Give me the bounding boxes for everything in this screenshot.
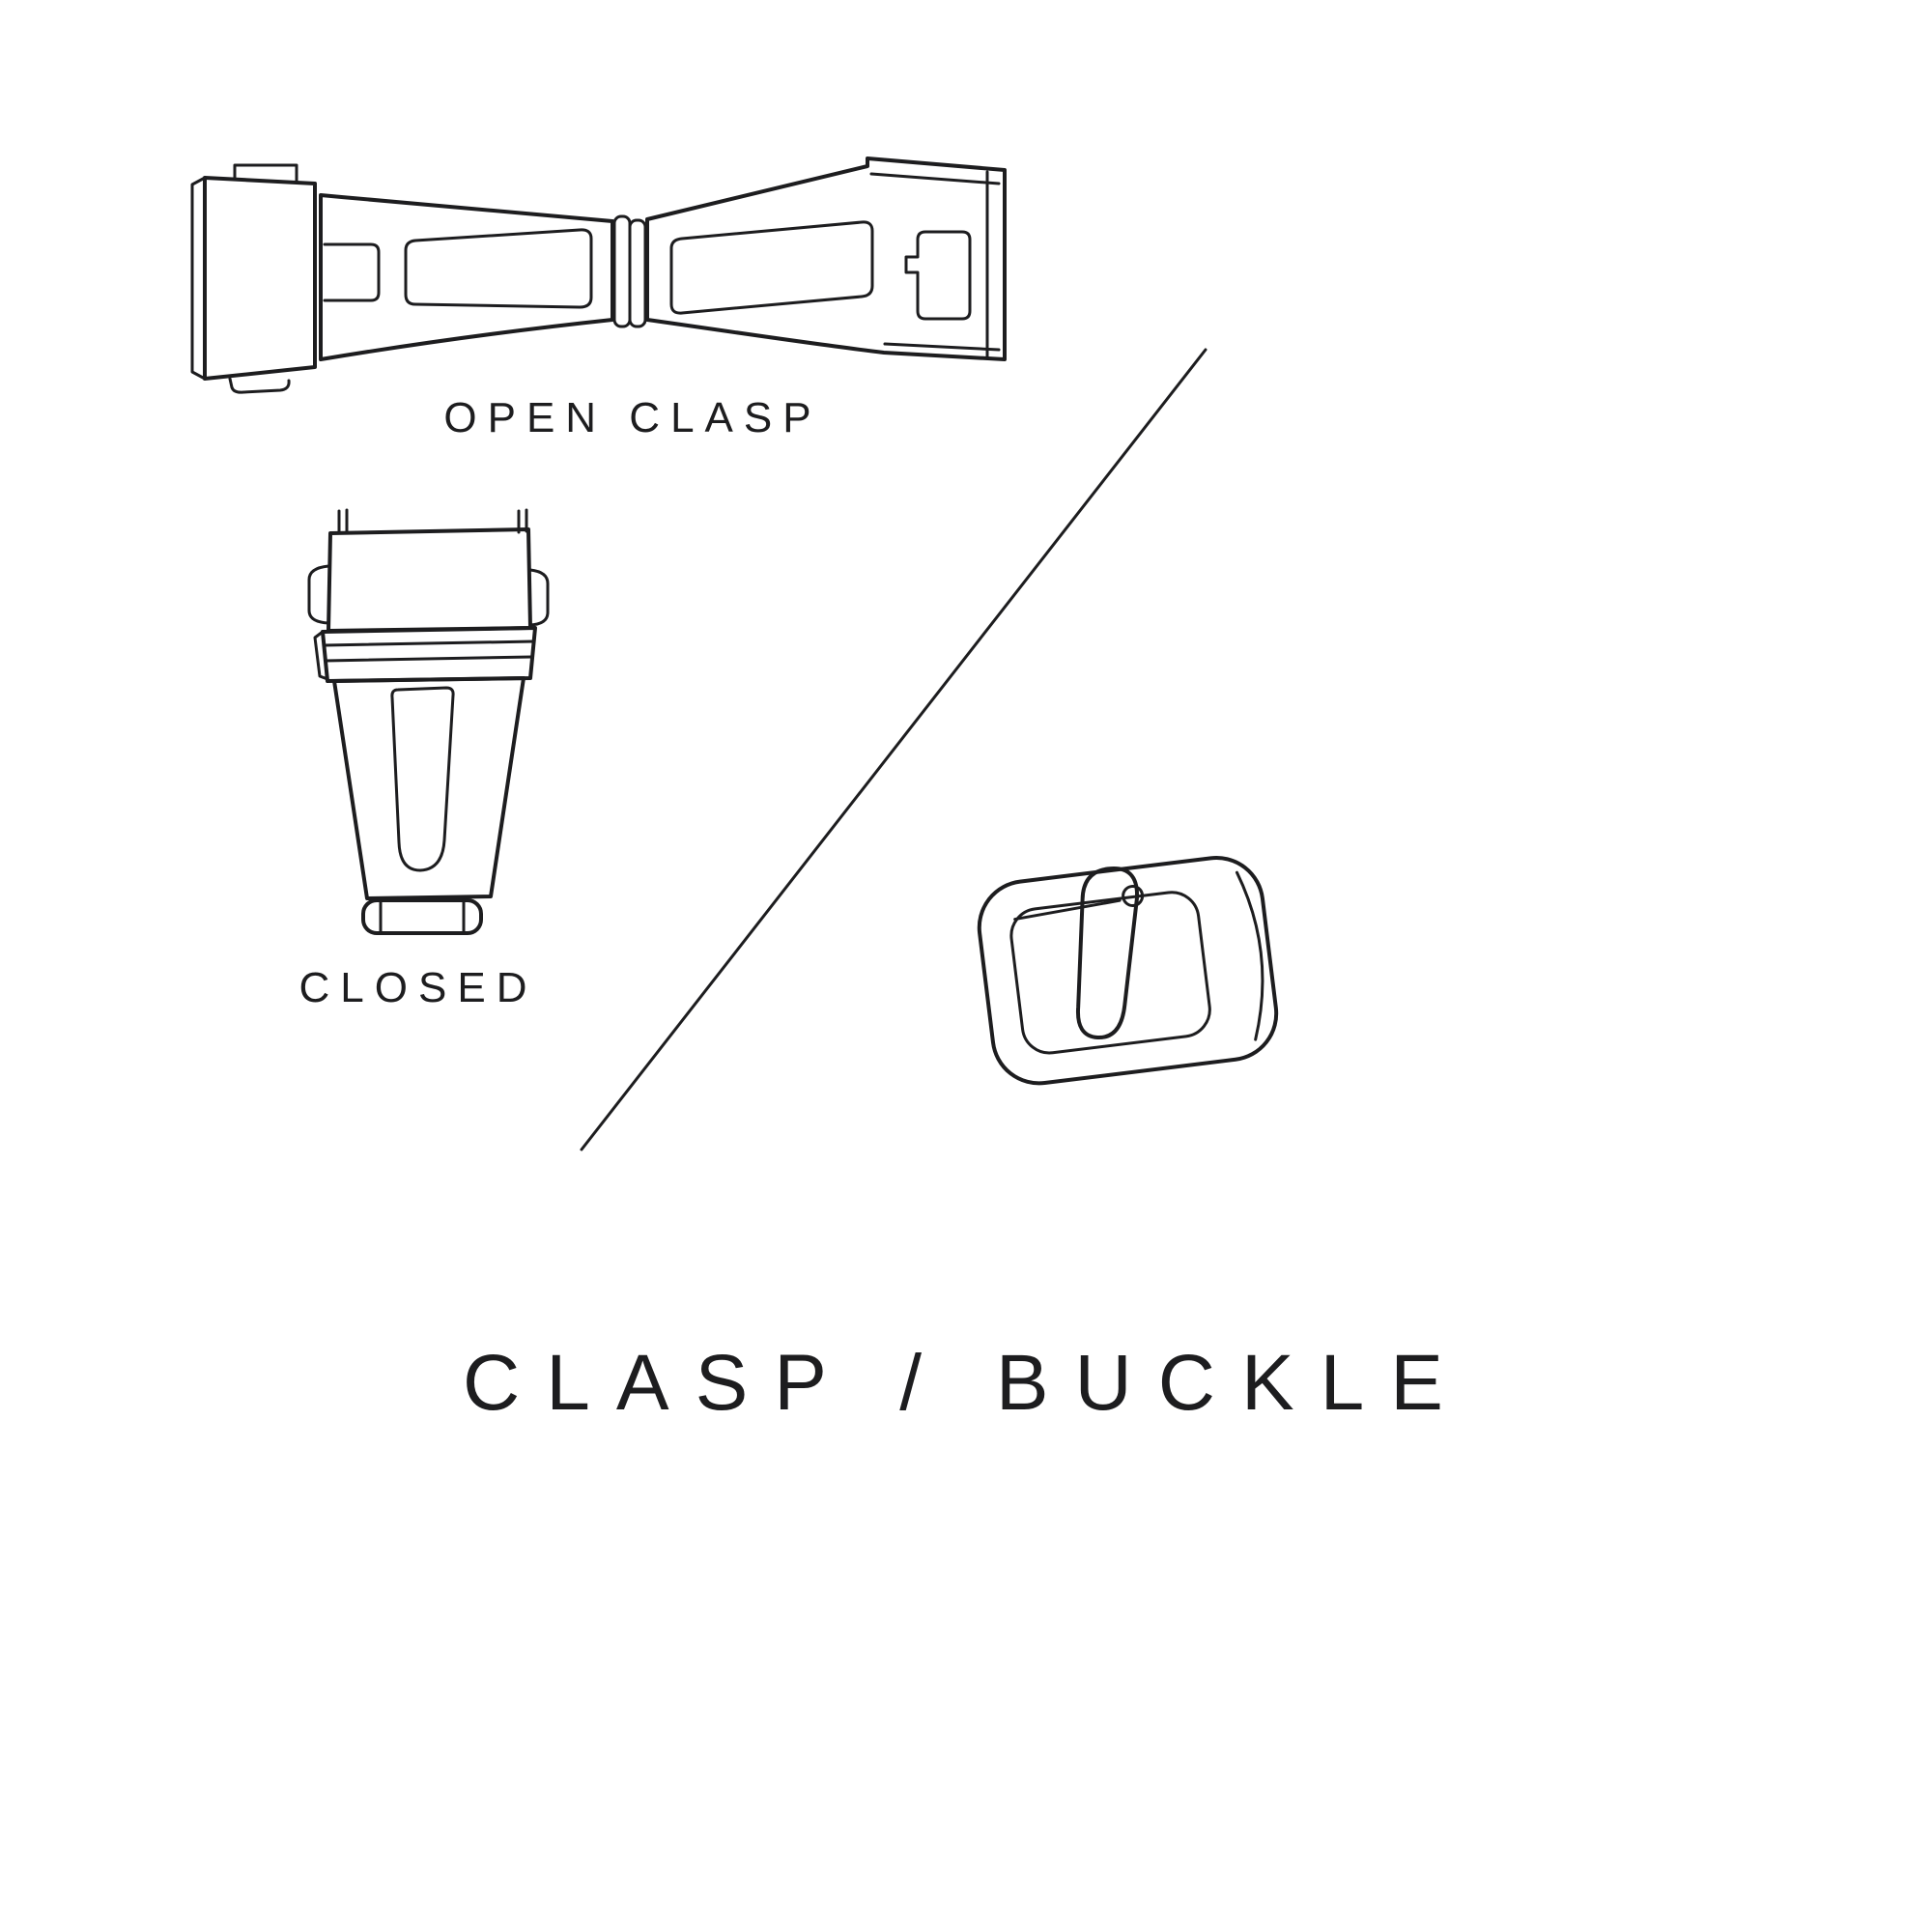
open-clasp-label: OPEN CLASP — [443, 394, 822, 441]
closed-clasp-illustration — [307, 508, 550, 935]
diagonal-divider-line — [580, 348, 1208, 1151]
open-clasp-illustration — [190, 156, 1007, 394]
tang-buckle-illustration — [977, 855, 1279, 1086]
closed-clasp-label: CLOSED — [298, 964, 538, 1011]
page-title: CLASP / BUCKLE — [463, 1339, 1469, 1427]
